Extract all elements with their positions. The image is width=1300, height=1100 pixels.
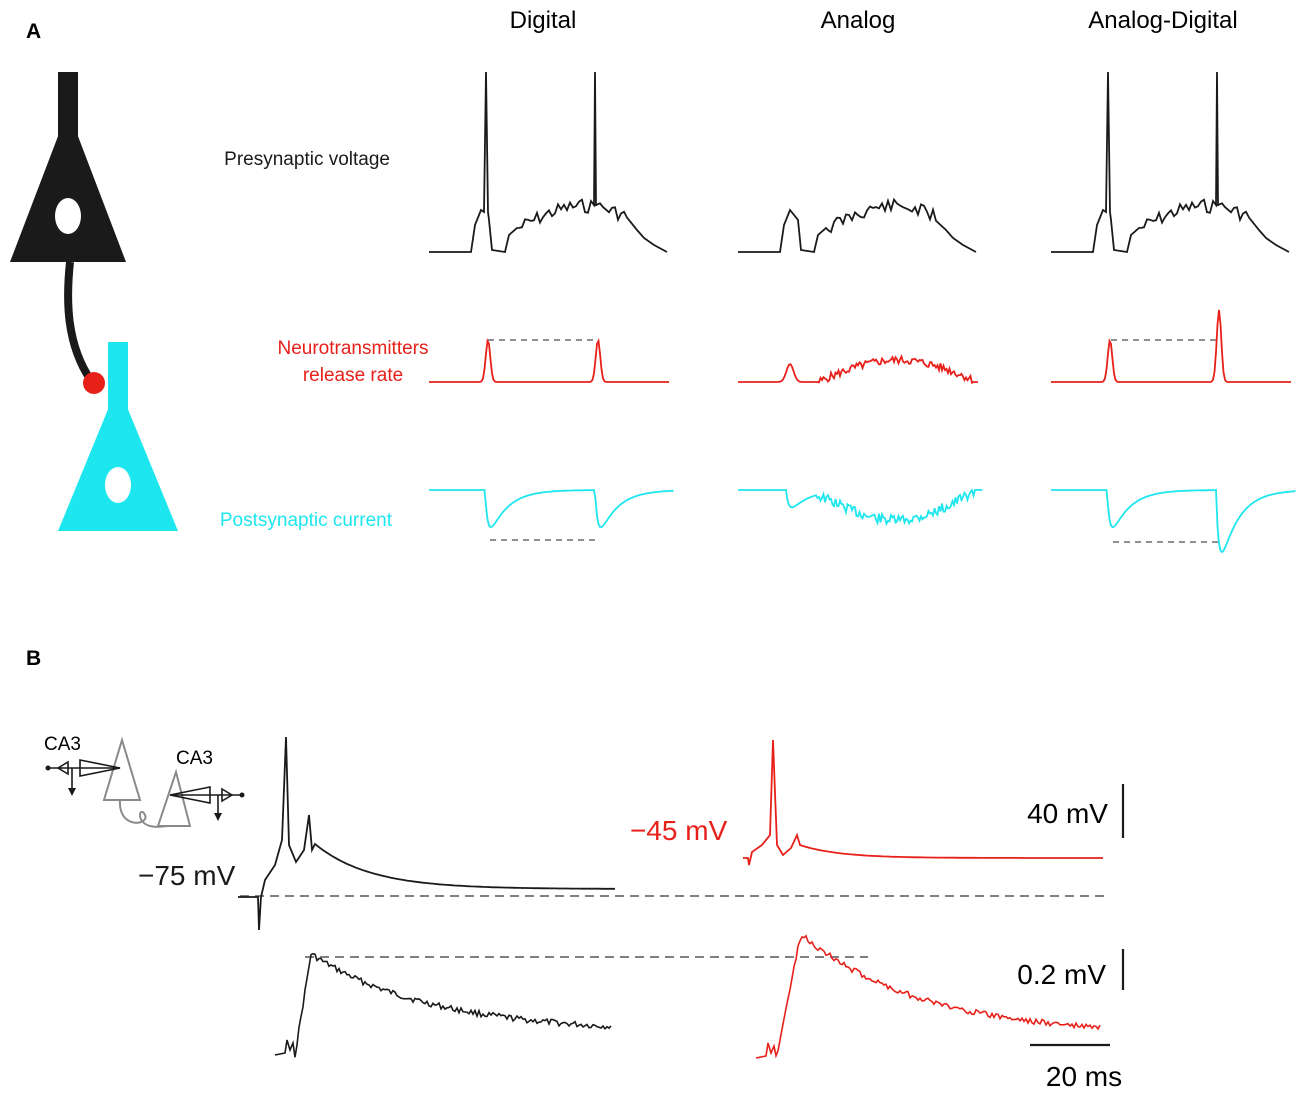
trace-presynaptic-analog — [738, 197, 977, 254]
column-header-digital: Digital — [510, 7, 577, 34]
trace-voltage-depolarized — [743, 739, 1103, 866]
scale-label-psp: 0.2 mV — [1017, 959, 1106, 990]
trace-psc-digital — [429, 489, 674, 529]
trace-presynaptic-digital — [429, 71, 668, 254]
trace-voltage-hyperpolarized — [238, 736, 615, 931]
row-label-release-line2: release rate — [303, 365, 403, 386]
trace-psc-analog — [738, 488, 983, 527]
holding-potential-hyperpolarized: −75 mV — [138, 860, 236, 891]
scale-label-time: 20 ms — [1046, 1061, 1122, 1092]
scale-label-voltage: 40 mV — [1027, 798, 1108, 829]
trace-psc-analog-digital — [1051, 489, 1296, 554]
row-label-release-line1: Neurotransmitters — [278, 338, 429, 359]
trace-presynaptic-analog-digital — [1051, 71, 1290, 254]
column-header-analog: Analog — [821, 7, 896, 34]
trace-release-digital — [429, 337, 669, 383]
trace-psp-hyperpolarized — [274, 952, 612, 1058]
schematic-label-ca3-left: CA3 — [44, 734, 81, 755]
postsynaptic-neuron-icon — [58, 342, 178, 531]
row-label-presynaptic-voltage: Presynaptic voltage — [224, 149, 390, 170]
holding-potential-depolarized: −45 mV — [630, 815, 728, 846]
axon-icon — [64, 261, 96, 385]
trace-psp-depolarized — [755, 934, 1101, 1059]
row-label-postsynaptic-current: Postsynaptic current — [220, 510, 393, 531]
synapse-icon — [83, 372, 105, 394]
panel-a-letter: A — [26, 20, 41, 43]
trace-release-analog-digital — [1051, 309, 1291, 383]
column-header-analog-digital: Analog-Digital — [1088, 7, 1237, 34]
trace-release-analog — [738, 354, 978, 385]
schematic-label-ca3-right: CA3 — [176, 748, 213, 769]
paired-recording-schematic-icon — [45, 736, 245, 828]
presynaptic-neuron-icon — [10, 72, 126, 262]
panel-b-letter: B — [26, 647, 41, 670]
